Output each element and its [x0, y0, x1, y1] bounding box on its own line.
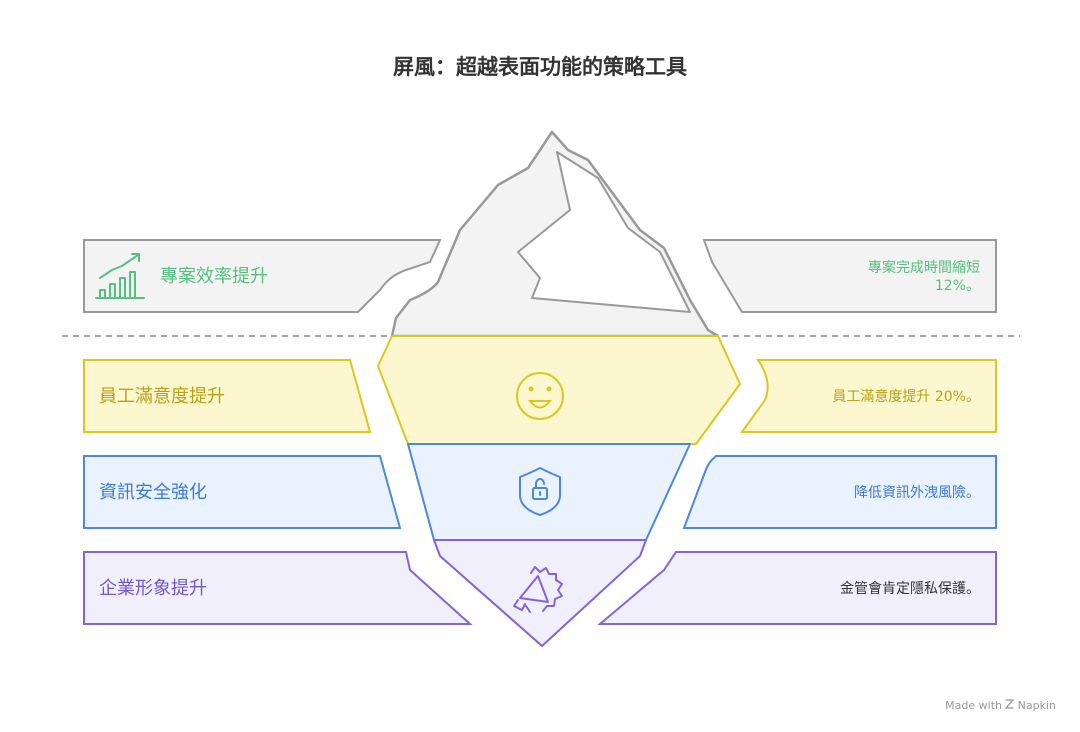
layer3-iceberg-band: [433, 539, 647, 647]
layer2-right-panel: [682, 455, 997, 529]
layer3-right-label: 金管會肯定隱私保護。: [840, 581, 980, 597]
tip-right-line2: 12%。: [935, 278, 980, 294]
iceberg-tip-face: [517, 151, 691, 313]
layer3-left-panel: [83, 551, 473, 625]
napkin-logo-icon: [1004, 699, 1015, 709]
page-title: 屏風：超越表面功能的策略工具: [393, 55, 687, 79]
layer2-left-label: 資訊安全強化: [99, 482, 207, 503]
layer2-iceberg-band: [407, 443, 691, 541]
layer2-left-panel: [83, 455, 402, 529]
footer-brand: Napkin: [1018, 699, 1056, 712]
layer2-right-label: 降低資訊外洩風險。: [854, 485, 980, 501]
layer3-right-panel: [597, 551, 997, 625]
layer1-right-panel: [740, 359, 997, 433]
footer-made-with: Made with: [945, 699, 1002, 712]
megaphone-icon: [513, 566, 563, 613]
layer1-right-label: 員工滿意度提升 20%。: [832, 388, 980, 405]
smiley-icon: [516, 372, 564, 420]
layer1-left-panel: [83, 359, 372, 433]
tip-right-panel: [702, 239, 997, 313]
growth-chart-icon: [95, 253, 145, 299]
layer3-left-label: 企業形象提升: [99, 578, 207, 599]
tip-left-label: 專案效率提升: [160, 266, 268, 287]
layer1-left-label: 員工滿意度提升: [99, 386, 225, 407]
layer1-iceberg-band: [377, 335, 741, 445]
tip-left-panel: [83, 239, 442, 313]
shield-lock-icon: [519, 467, 561, 516]
tip-right-line1: 專案完成時間縮短: [868, 259, 980, 276]
